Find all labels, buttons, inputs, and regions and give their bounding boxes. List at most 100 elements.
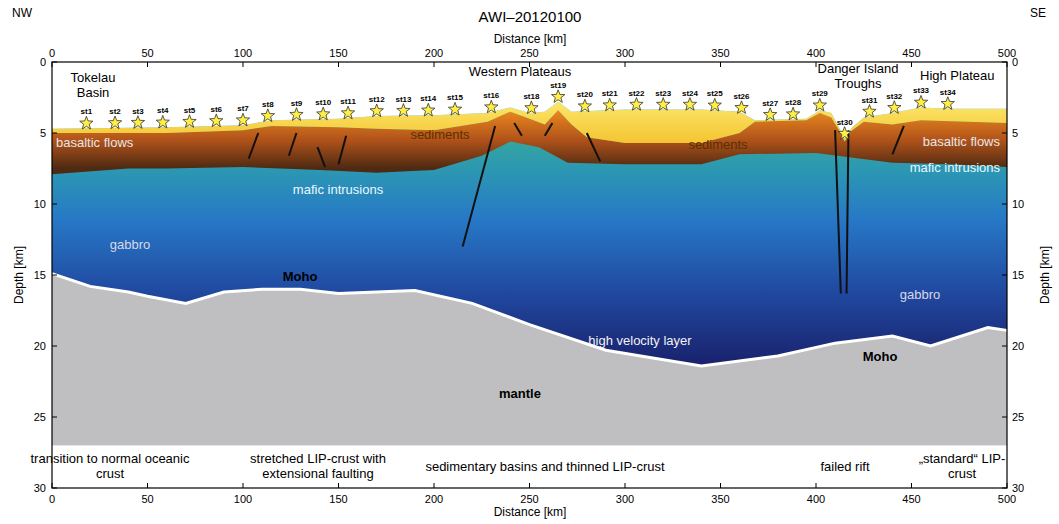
tick-label: 250 <box>520 47 538 60</box>
station-star <box>764 108 777 121</box>
moho-label: Moho <box>283 270 318 285</box>
tick <box>52 133 57 134</box>
plot-frame <box>52 62 1007 488</box>
station-star <box>183 115 196 128</box>
station-label: st25 <box>707 90 723 99</box>
tick <box>52 483 53 488</box>
tick-label: 0 <box>40 56 46 69</box>
station-label: st2 <box>109 107 121 116</box>
station-label: st15 <box>447 94 463 103</box>
tick-label: 20 <box>1012 340 1024 353</box>
station-label: st18 <box>523 92 539 101</box>
tick-label: 450 <box>902 47 920 60</box>
station-label: st19 <box>550 81 566 90</box>
station-star <box>630 98 643 111</box>
tick <box>52 62 57 63</box>
tick-label: 150 <box>329 47 347 60</box>
tick <box>243 483 244 488</box>
crust-area <box>52 62 1007 366</box>
station-star <box>370 104 383 117</box>
fault-line <box>545 123 553 136</box>
tick <box>52 417 57 418</box>
zone-label: failed rift <box>815 460 875 475</box>
station-star <box>657 98 670 111</box>
tick <box>1002 346 1007 347</box>
tick-label: 5 <box>1012 127 1018 140</box>
station-label: st14 <box>420 95 436 104</box>
tick-label: 30 <box>1012 482 1024 495</box>
station-star <box>838 127 851 140</box>
layer-label: basaltic flows <box>56 136 133 151</box>
tick <box>1007 62 1008 67</box>
tick-label: 15 <box>1012 269 1024 282</box>
mantle-area <box>52 62 1007 445</box>
station-label: st1 <box>81 108 93 117</box>
fault-line <box>514 123 522 136</box>
tick <box>1007 483 1008 488</box>
tick-label: 500 <box>998 493 1016 506</box>
station-star <box>261 109 274 122</box>
fault-line <box>587 133 600 161</box>
station-label: st11 <box>340 97 356 106</box>
axis-title: Depth [km] <box>1039 246 1053 304</box>
tick <box>1002 62 1007 63</box>
station-label: st8 <box>262 100 274 109</box>
station-label: st4 <box>157 107 169 116</box>
tick-label: 25 <box>34 411 46 424</box>
station-star <box>236 113 249 126</box>
axis-title: Distance [km] <box>494 33 567 47</box>
region-label: Western Plateaus <box>469 65 571 80</box>
station-label: st28 <box>785 99 801 108</box>
tick-label: 50 <box>141 493 153 506</box>
station-label: st20 <box>577 91 593 100</box>
tick <box>911 483 912 488</box>
moho-label: Moho <box>863 350 898 365</box>
tick-label: 350 <box>711 47 729 60</box>
tick-label: 400 <box>807 47 825 60</box>
station-label: st32 <box>886 92 902 101</box>
moho-line <box>52 274 1007 366</box>
tick <box>720 62 721 67</box>
tick <box>338 62 339 67</box>
tick-label: 50 <box>141 47 153 60</box>
fault-line <box>463 126 495 247</box>
water-area <box>52 62 1007 139</box>
tick-label: 100 <box>234 47 252 60</box>
tick <box>911 62 912 67</box>
station-label: st9 <box>291 99 303 108</box>
layer-label: mafic intrusions <box>910 161 1000 176</box>
station-label: st13 <box>395 95 411 104</box>
layer-label: gabbro <box>110 238 150 253</box>
axis-title: Distance [km] <box>494 506 567 520</box>
layer-label: sediments <box>410 128 469 143</box>
tick-label: 5 <box>40 127 46 140</box>
title: AWI–20120100 <box>479 8 582 25</box>
tick <box>52 275 57 276</box>
tick-label: 400 <box>807 493 825 506</box>
region-label: Danger Island Troughs <box>812 62 904 92</box>
layer-label: high velocity layer <box>588 334 691 349</box>
tick <box>338 483 339 488</box>
tick <box>1002 417 1007 418</box>
layer-label: gabbro <box>900 288 940 303</box>
station-label: st26 <box>733 92 749 101</box>
layer-label: basaltic flows <box>923 135 1000 150</box>
station-star <box>80 116 93 129</box>
station-label: st22 <box>628 89 644 98</box>
axis-title: Depth [km] <box>13 246 27 304</box>
tick <box>52 62 53 67</box>
zone-label: „standard“ LIP-crust <box>912 452 1012 482</box>
tick-label: 450 <box>902 493 920 506</box>
station-label: st12 <box>369 95 385 104</box>
station-label: st24 <box>682 89 698 98</box>
tick <box>434 483 435 488</box>
compass-label: SE <box>1030 7 1046 21</box>
station-star <box>448 102 461 115</box>
tick-label: 300 <box>616 47 634 60</box>
station-label: st7 <box>237 105 249 114</box>
tick-label: 300 <box>616 493 634 506</box>
station-star <box>525 101 538 114</box>
fault-line <box>289 133 297 156</box>
